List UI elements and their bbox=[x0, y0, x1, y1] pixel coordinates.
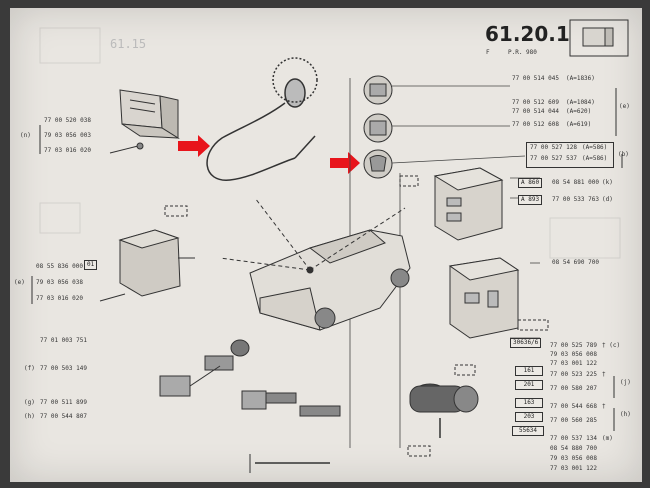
page-sub-left: F bbox=[486, 49, 490, 56]
part-number: 77 03 016 020 bbox=[36, 295, 83, 302]
part-number: 77 00 512 608 bbox=[512, 121, 559, 128]
part-note: (A=586) bbox=[582, 155, 608, 162]
part-number: 77 00 533 763 bbox=[552, 196, 599, 203]
label-box: 01 bbox=[84, 260, 98, 270]
part-number: 77 00 503 149 bbox=[40, 365, 87, 372]
part-number: 77 00 544 668 bbox=[550, 403, 597, 410]
faded-background-page bbox=[39, 27, 621, 259]
label-box: A 860 bbox=[518, 178, 543, 188]
arrow-icon bbox=[178, 135, 210, 157]
part-number: 77 00 520 038 bbox=[44, 117, 91, 124]
choke-cable-drawing bbox=[206, 57, 318, 181]
group-ref: (n) bbox=[20, 132, 31, 139]
label-box: 161 bbox=[515, 366, 543, 376]
dashed-boxes bbox=[164, 175, 549, 457]
group-ref: (e) bbox=[14, 279, 25, 286]
part-number: 77 00 512 609 bbox=[512, 99, 559, 106]
label-box: 55634 bbox=[512, 426, 544, 436]
part-note: † bbox=[602, 403, 606, 410]
part-number: 77 00 560 285 bbox=[550, 417, 597, 424]
part-frame bbox=[526, 142, 614, 168]
knob-drawings bbox=[363, 75, 393, 179]
callout-lines bbox=[219, 197, 406, 271]
brackets bbox=[31, 88, 623, 431]
part-number: 77 03 016 020 bbox=[44, 147, 91, 154]
part-number: 08 54 880 700 bbox=[550, 445, 597, 452]
group-ref: (f) bbox=[24, 365, 35, 372]
part-number: 77 03 001 122 bbox=[550, 360, 597, 367]
part-note: † bbox=[602, 371, 606, 378]
part-number: 79 03 056 003 bbox=[44, 132, 91, 139]
part-number: 77 00 523 225 bbox=[550, 371, 597, 378]
group-ref: (e) bbox=[619, 103, 630, 110]
page-section-number: 61.20.1 bbox=[485, 22, 570, 46]
part-number: 79 03 056 008 bbox=[550, 351, 597, 358]
part-number: 77 00 525 789 bbox=[550, 342, 597, 349]
group-ref: (h) bbox=[24, 413, 35, 420]
flasher-unit-drawing bbox=[109, 89, 180, 154]
part-note: † (c) bbox=[602, 342, 621, 349]
part-number: 77 00 580 207 bbox=[550, 385, 597, 392]
part-number: 77 00 511 899 bbox=[40, 399, 87, 406]
relay-thumbnail-icon bbox=[569, 19, 629, 57]
page-sub-right: P.R. 980 bbox=[508, 49, 537, 56]
part-note: (A=619) bbox=[566, 121, 592, 128]
red-arrows bbox=[178, 135, 360, 174]
switch-drawings bbox=[159, 339, 341, 473]
catalog-page: 61.20.1 F P.R. 980 61.15 77 00 520 038 (… bbox=[10, 8, 642, 482]
part-number: 08 54 690 700 bbox=[552, 259, 599, 266]
part-note: (A=620) bbox=[566, 108, 592, 115]
part-note: (d) bbox=[602, 196, 613, 203]
part-note: (A=1836) bbox=[566, 75, 595, 82]
part-number: 77 00 527 128 bbox=[530, 144, 577, 151]
label-box: 201 bbox=[515, 380, 543, 390]
buzzer-drawing bbox=[409, 383, 479, 438]
part-number: 77 00 514 044 bbox=[512, 108, 559, 115]
coil-drawing bbox=[99, 229, 195, 302]
group-ref: (j) bbox=[620, 379, 631, 386]
part-note: (A=1084) bbox=[566, 99, 595, 106]
faded-page-number: 61.15 bbox=[110, 37, 147, 51]
parts-diagram bbox=[31, 19, 629, 473]
relay-drawings bbox=[433, 167, 520, 339]
part-number: 08 55 836 000 bbox=[36, 263, 83, 270]
part-number: 79 03 056 008 bbox=[550, 455, 597, 462]
label-box: A 893 bbox=[518, 195, 543, 205]
label-box: 30636/6 bbox=[510, 338, 542, 348]
label-box: 203 bbox=[515, 412, 543, 422]
part-number: 08 54 881 000 bbox=[552, 179, 599, 186]
part-number: 77 00 527 537 bbox=[530, 155, 577, 162]
label-box: 163 bbox=[515, 398, 543, 408]
part-note: (A=586) bbox=[582, 144, 608, 151]
group-ref: (h) bbox=[620, 411, 631, 418]
part-number: 77 00 514 045 bbox=[512, 75, 559, 82]
part-number: 77 03 001 122 bbox=[550, 465, 597, 472]
group-ref: (g) bbox=[24, 399, 35, 406]
part-number: 77 01 003 751 bbox=[40, 337, 87, 344]
part-note: (k) bbox=[602, 179, 613, 186]
arrow-icon bbox=[330, 152, 360, 174]
part-number: 77 00 544 807 bbox=[40, 413, 87, 420]
part-note: (m) bbox=[602, 435, 613, 442]
car-drawing bbox=[249, 229, 411, 331]
part-number: 79 03 056 038 bbox=[36, 279, 83, 286]
group-ref: (b) bbox=[618, 151, 629, 158]
part-number: 77 00 537 134 bbox=[550, 435, 597, 442]
